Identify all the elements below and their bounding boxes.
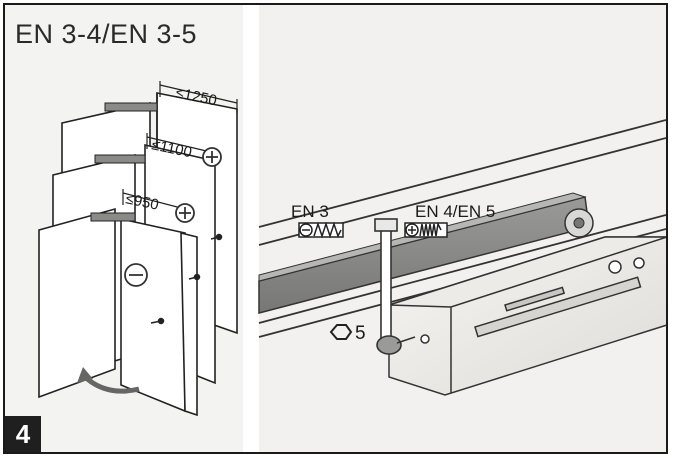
minus-icon	[124, 263, 148, 287]
plus-icon	[405, 223, 419, 237]
hex-key-tool	[374, 218, 416, 355]
spring-indicator-low	[298, 221, 344, 239]
minus-icon	[299, 223, 313, 237]
figure-title: EN 3-4/EN 3-5	[15, 19, 198, 49]
door-handles	[150, 233, 223, 325]
dimension-lines	[122, 81, 238, 210]
plus-icon	[175, 203, 195, 223]
hex-key-icon	[329, 324, 353, 340]
panel-divider	[243, 5, 259, 452]
plus-icon	[202, 147, 222, 167]
strength-label-low: EN 3	[291, 202, 329, 221]
hex-key-size-label: 5	[355, 323, 366, 344]
step-number-badge: 4	[5, 416, 41, 452]
strength-label-high: EN 4/EN 5	[415, 202, 495, 221]
spring-indicator-high	[404, 221, 448, 238]
closer-body	[388, 236, 666, 396]
spring-icon	[419, 221, 442, 237]
width-label-small: ≤950	[124, 190, 160, 214]
illustration: ≤1250 ≤1100 ≤950	[38, 81, 666, 417]
figure-frame: ≤1250 ≤1100 ≤950	[3, 3, 668, 454]
spring-icon	[313, 221, 342, 239]
rotation-arrow-icon	[77, 367, 140, 394]
